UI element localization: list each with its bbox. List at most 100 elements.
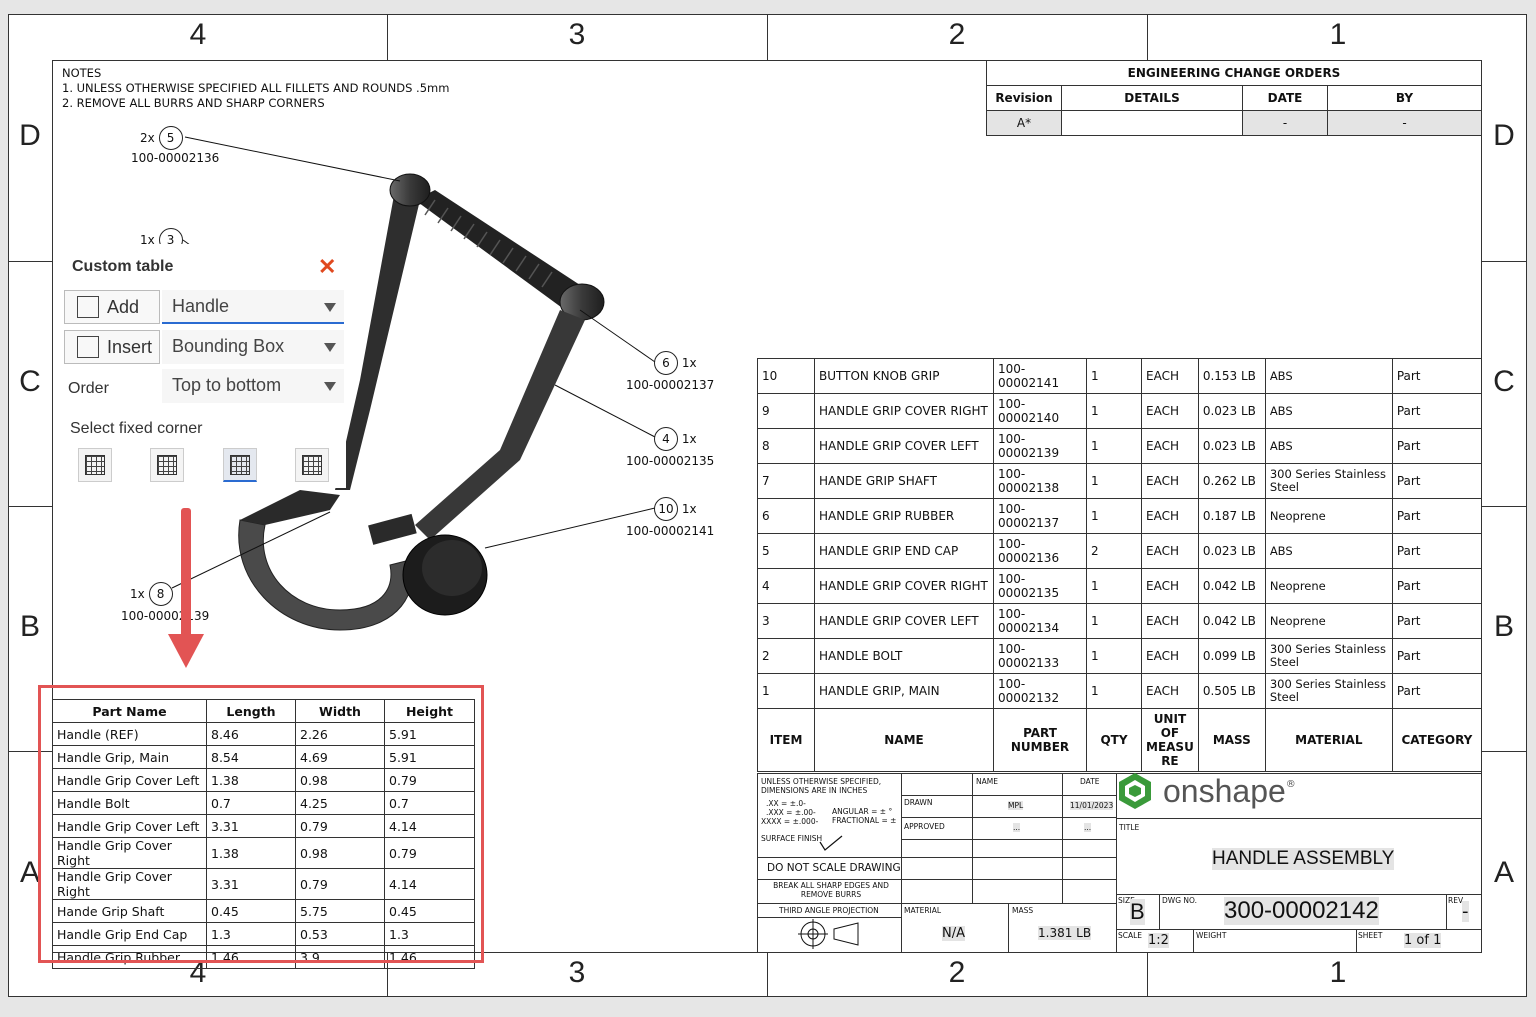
- bom-header: CATEGORY: [1391, 708, 1483, 772]
- surface-finish-label: SURFACE FINISH: [761, 834, 823, 843]
- bom-cell: 5: [757, 533, 815, 569]
- bom-cell: EACH: [1141, 358, 1199, 394]
- tb-divider: [757, 917, 901, 918]
- corner-top-left-button[interactable]: [78, 448, 112, 482]
- bom-cell: HANDLE GRIP, MAIN: [814, 673, 994, 709]
- zone-divider: [387, 14, 388, 60]
- zone-row-left: A: [19, 856, 40, 889]
- custom-table-cell: 0.79: [384, 837, 475, 869]
- bom-cell: Part: [1391, 358, 1483, 394]
- custom-table-cell: 8.46: [206, 722, 296, 746]
- add-button[interactable]: Add: [64, 290, 160, 324]
- bom-cell: Neoprene: [1264, 568, 1393, 604]
- tolerance-xxxx: XXXX = ±.000-: [761, 817, 819, 826]
- callout-qty: 2x: [140, 131, 155, 145]
- weight-label: WEIGHT: [1196, 931, 1227, 940]
- drawn-label: DRAWN: [904, 798, 933, 807]
- do-not-scale-label: DO NOT SCALE DRAWING: [767, 862, 901, 874]
- drawn-date: 11/01/2023: [1070, 801, 1114, 810]
- zone-divider: [1482, 506, 1527, 507]
- zone-row-left: C: [19, 365, 41, 398]
- bom-cell: 2: [757, 638, 815, 674]
- sheet-value: 1 of 1: [1404, 933, 1442, 948]
- custom-table-cell: 4.14: [384, 814, 475, 838]
- surface-finish-icon: [819, 835, 843, 851]
- insert-select[interactable]: Bounding Box: [162, 330, 344, 364]
- tolerance-xxx: .XXX = ±.00-: [766, 808, 816, 817]
- tb-divider: [901, 795, 1116, 796]
- order-select[interactable]: Top to bottom: [162, 369, 344, 403]
- eco-cell: -: [1327, 110, 1482, 136]
- bom-cell: 100-00002135: [993, 568, 1087, 604]
- custom-table-cell: 0.7: [206, 791, 296, 815]
- tb-divider: [1116, 773, 1117, 953]
- bom-cell: 0.042 LB: [1197, 568, 1266, 604]
- onshape-logo-text: onshape: [1163, 772, 1286, 809]
- size-value: B: [1130, 899, 1145, 925]
- zone-col-bottom: 3: [568, 956, 586, 989]
- tb-divider: [1446, 894, 1447, 929]
- custom-table-cell: 0.79: [384, 768, 475, 792]
- dwg-no-label: DWG NO.: [1162, 896, 1197, 905]
- bom-cell: 1: [1086, 428, 1142, 464]
- tolerance-xx: .XX = ±.0-: [766, 799, 806, 808]
- zone-col-top: 2: [948, 18, 966, 51]
- bom-header: NAME: [814, 708, 994, 772]
- custom-table-cell: 1.38: [206, 837, 296, 869]
- zone-divider: [1147, 14, 1148, 60]
- tb-divider: [1062, 773, 1063, 903]
- bom-cell: 300 Series Stainless Steel: [1264, 673, 1393, 709]
- bom-cell: EACH: [1141, 533, 1199, 569]
- bom-cell: EACH: [1141, 673, 1199, 709]
- custom-table-cell: 0.98: [295, 837, 385, 869]
- close-icon[interactable]: ✕: [318, 254, 337, 279]
- bom-cell: EACH: [1141, 568, 1199, 604]
- bom-cell: 8: [757, 428, 815, 464]
- custom-table-cell: Handle Grip Cover Right: [52, 868, 207, 900]
- callout-qty: 1x: [681, 432, 697, 446]
- bom-cell: EACH: [1141, 638, 1199, 674]
- bom-cell: 100-00002133: [993, 638, 1087, 674]
- corner-top-right-button[interactable]: [150, 448, 184, 482]
- table-grid-icon: [230, 455, 250, 475]
- add-button-label: Add: [107, 296, 140, 317]
- bom-cell: 6: [757, 498, 815, 534]
- chevron-down-icon: [324, 382, 336, 391]
- bom-cell: 10: [757, 358, 815, 394]
- bom-cell: HANDLE GRIP COVER RIGHT: [814, 568, 994, 604]
- rev-value: -: [1462, 901, 1469, 922]
- fixed-corner-label: Select fixed corner: [70, 420, 203, 437]
- zone-col-top: 1: [1329, 18, 1347, 51]
- corner-bottom-left-button[interactable]: [223, 448, 257, 482]
- approved-label: APPROVED: [904, 822, 945, 831]
- callout-10: 10 1x: [654, 497, 697, 521]
- insert-button[interactable]: Insert: [64, 330, 160, 364]
- bom-cell: HANDLE BOLT: [814, 638, 994, 674]
- bom-cell: HANDLE GRIP RUBBER: [814, 498, 994, 534]
- material-value: N/A: [942, 926, 965, 941]
- bom-cell: EACH: [1141, 498, 1199, 534]
- bom-cell: Part: [1391, 673, 1483, 709]
- projection-label: THIRD ANGLE PROJECTION: [779, 906, 879, 915]
- zone-divider: [387, 953, 388, 997]
- eco-header: Revision: [986, 85, 1062, 111]
- notes-heading: NOTES: [62, 66, 102, 80]
- zone-divider: [767, 14, 768, 60]
- corner-bottom-right-button[interactable]: [295, 448, 329, 482]
- bom-cell: Part: [1391, 393, 1483, 429]
- add-select[interactable]: Handle: [162, 290, 344, 324]
- chevron-down-icon: [324, 343, 336, 352]
- bom-cell: 1: [1086, 603, 1142, 639]
- tb-divider: [1116, 894, 1482, 895]
- callout-qty: 1x: [681, 502, 697, 516]
- approved-date: ...: [1084, 823, 1092, 832]
- scale-value: 1:2: [1148, 933, 1169, 948]
- bom-cell: EACH: [1141, 428, 1199, 464]
- zone-row-left: B: [19, 610, 40, 643]
